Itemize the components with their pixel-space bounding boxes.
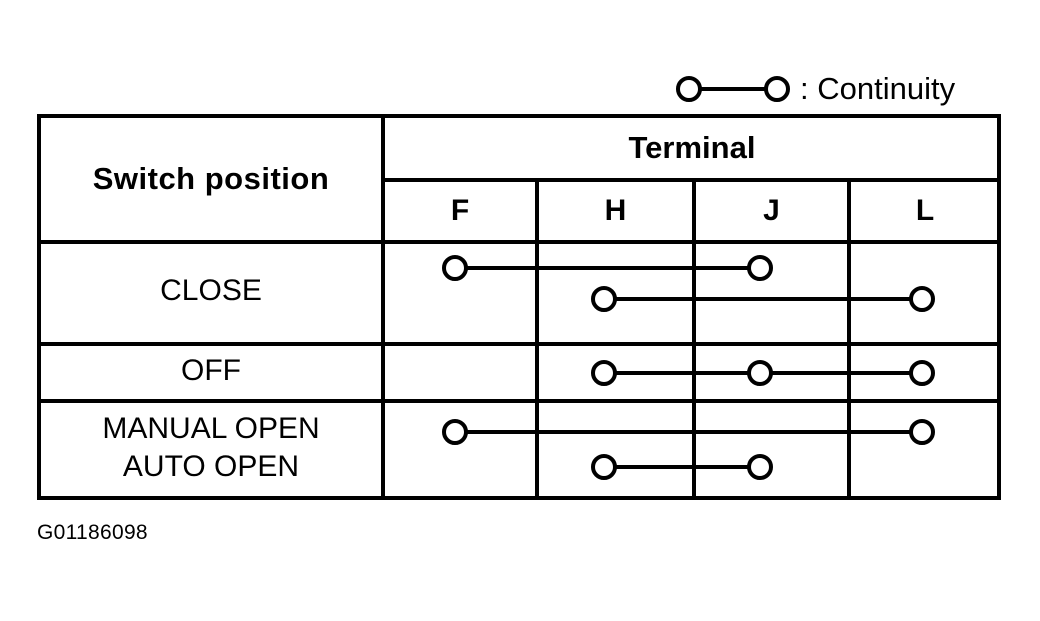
continuity-table: Switch position Terminal F H J L CLOSE O… (37, 114, 1001, 500)
header-terminal-l: L (915, 194, 935, 227)
terminal-node-open-j (747, 454, 773, 480)
header-switch-position: Switch position (92, 161, 330, 196)
row-label-off: OFF (181, 353, 241, 387)
terminal-node-open-f (442, 419, 468, 445)
terminal-node-close-h (591, 286, 617, 312)
terminal-node-close-l (909, 286, 935, 312)
terminal-node-off-h (591, 360, 617, 386)
terminal-node-off-l (909, 360, 935, 386)
connection-close-f-j (455, 266, 760, 270)
terminal-node-open-h (591, 454, 617, 480)
header-terminal-j: J (763, 194, 780, 227)
terminal-node-open-l (909, 419, 935, 445)
row-divider-off-open (41, 399, 999, 403)
terminal-node-close-j (747, 255, 773, 281)
row-label-close: CLOSE (160, 274, 262, 307)
terminal-node-off-j (747, 360, 773, 386)
connection-open-f-l (455, 430, 922, 434)
header-body-divider (41, 240, 999, 244)
row-divider-close-off (41, 342, 999, 346)
header-terminal: Terminal (628, 130, 756, 165)
header-terminal-h: H (604, 194, 627, 227)
legend-label: : Continuity (800, 71, 956, 106)
row-label-manual-auto-open: MANUAL OPEN AUTO OPEN (102, 411, 320, 483)
column-divider-switch-terminal (381, 118, 385, 496)
column-divider-j-l (847, 178, 851, 496)
figure-caption: G01186098 (37, 521, 148, 544)
legend-node-left-icon (676, 76, 702, 102)
header-subdivider-terminal (381, 178, 999, 182)
legend-node-right-icon (764, 76, 790, 102)
terminal-node-close-f (442, 255, 468, 281)
column-divider-f-h (535, 178, 539, 496)
legend-wire (700, 87, 766, 91)
connection-close-h-l (604, 297, 922, 301)
column-divider-h-j (692, 178, 696, 496)
header-terminal-f: F (450, 194, 470, 227)
connection-open-h-j (604, 465, 760, 469)
legend: : Continuity (676, 66, 1006, 112)
continuity-symbol-icon (676, 72, 792, 106)
